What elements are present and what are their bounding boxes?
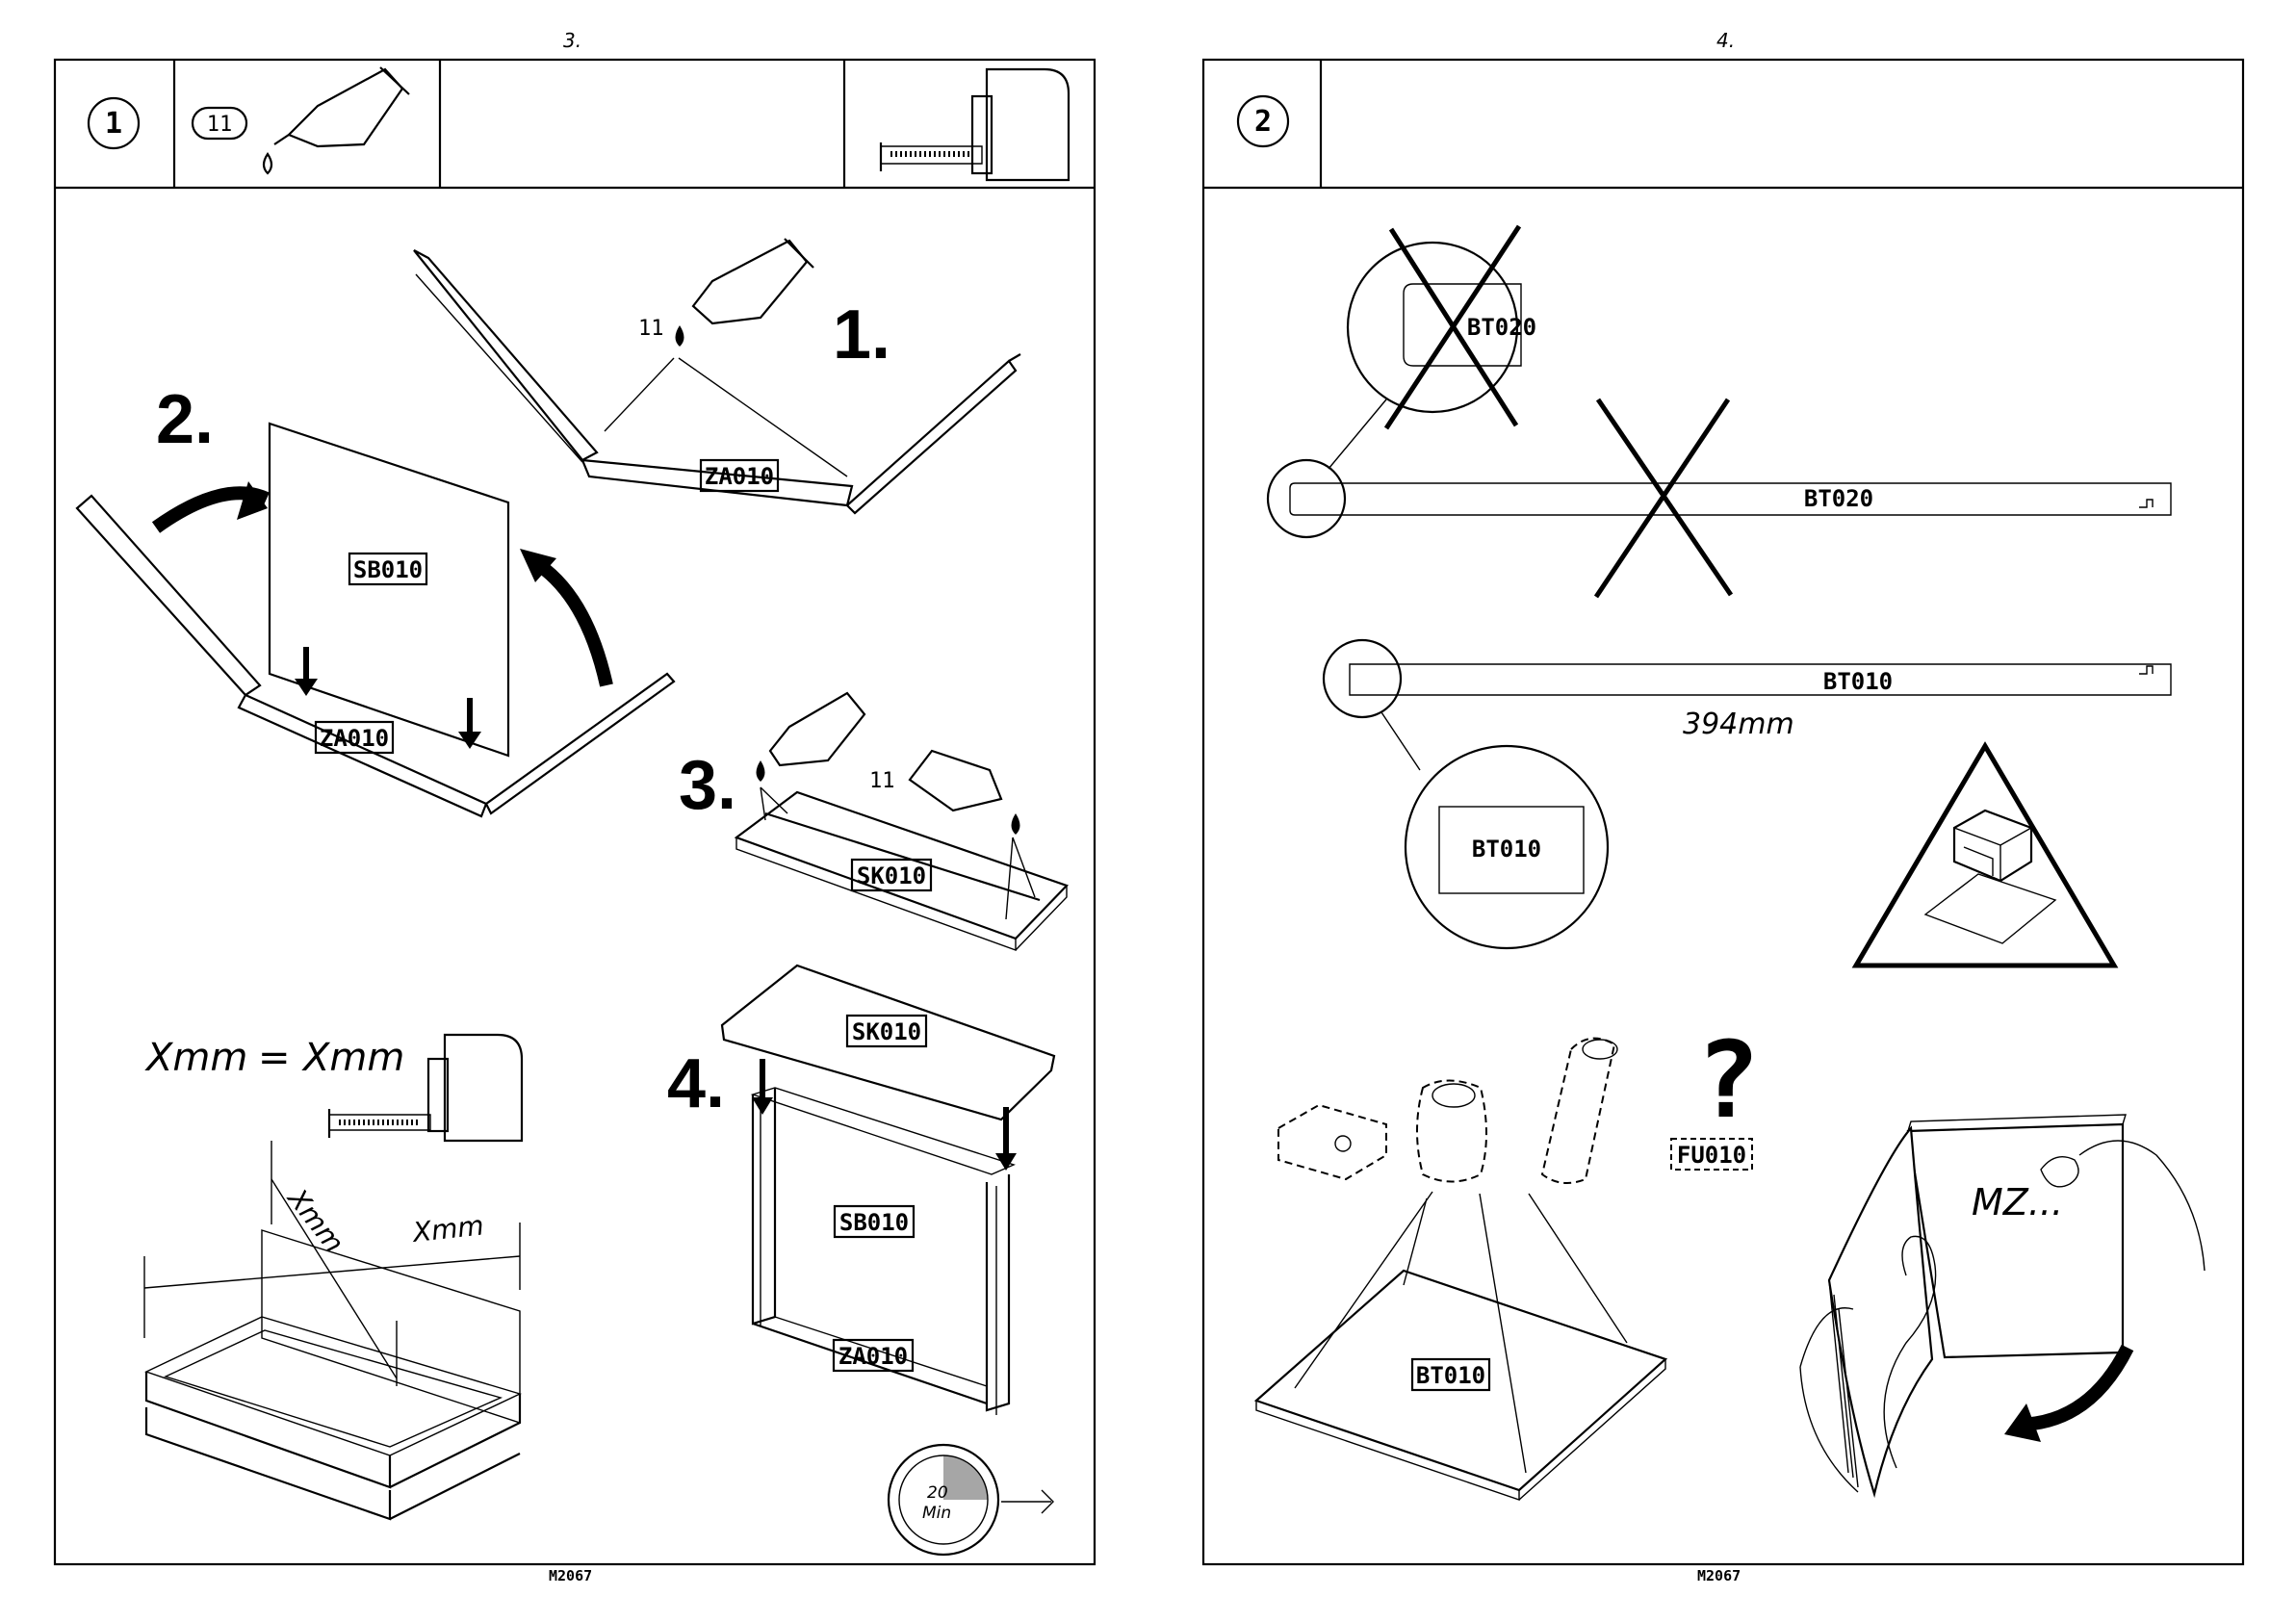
- part-label-fu010: FU010: [1677, 1142, 1746, 1169]
- step-number-2: 2: [1254, 105, 1272, 139]
- part-label-za010-frame: ZA010: [838, 1343, 908, 1370]
- left-page-frame: [55, 60, 1095, 1564]
- footer-code-right: M2067: [1697, 1567, 1741, 1584]
- part-label-sb010-panel: SB010: [353, 556, 423, 583]
- substep-2-label: 2.: [156, 381, 214, 458]
- substep-3-label: 3.: [679, 747, 736, 824]
- part-label-sk010-top: SK010: [852, 1018, 921, 1045]
- part-label-za010-top: ZA010: [705, 463, 774, 490]
- part-label-bt020-zoom: BT020: [1467, 314, 1536, 341]
- glue-label-3: 11: [869, 769, 895, 793]
- left-page: 1 11 1: [55, 60, 1095, 1564]
- glue-label-1: 11: [638, 317, 664, 341]
- timer-value: 20: [927, 1483, 948, 1503]
- measure-left: Xmm: [144, 1036, 247, 1080]
- dimension-label: 394mm: [1683, 708, 1794, 741]
- part-label-bt020-bar: BT020: [1804, 485, 1873, 512]
- glue-count: 11: [207, 113, 233, 137]
- part-label-sk010-base: SK010: [857, 862, 926, 889]
- part-label-bt010-board: BT010: [1416, 1362, 1485, 1389]
- step-number: 1: [105, 107, 122, 141]
- part-label-bt010-zoom: BT010: [1472, 836, 1541, 862]
- question-mark: ?: [1696, 1018, 1760, 1142]
- substep-1-label: 1.: [833, 296, 890, 373]
- measure-right: Xmm: [301, 1036, 404, 1080]
- substep-4-label: 4.: [667, 1045, 725, 1122]
- part-label-bt010-bar: BT010: [1823, 668, 1893, 695]
- timer-unit: Min: [922, 1504, 951, 1523]
- manual-text: MZ...: [1972, 1181, 2063, 1223]
- part-label-za010-left: ZA010: [320, 725, 389, 752]
- part-label-sb010-frame: SB010: [839, 1209, 909, 1236]
- right-page: 2 BT020 BT020 BT010 BT010 394mm: [1203, 60, 2243, 1564]
- footer-code-left: M2067: [549, 1567, 592, 1584]
- measure-equals: =: [258, 1036, 291, 1080]
